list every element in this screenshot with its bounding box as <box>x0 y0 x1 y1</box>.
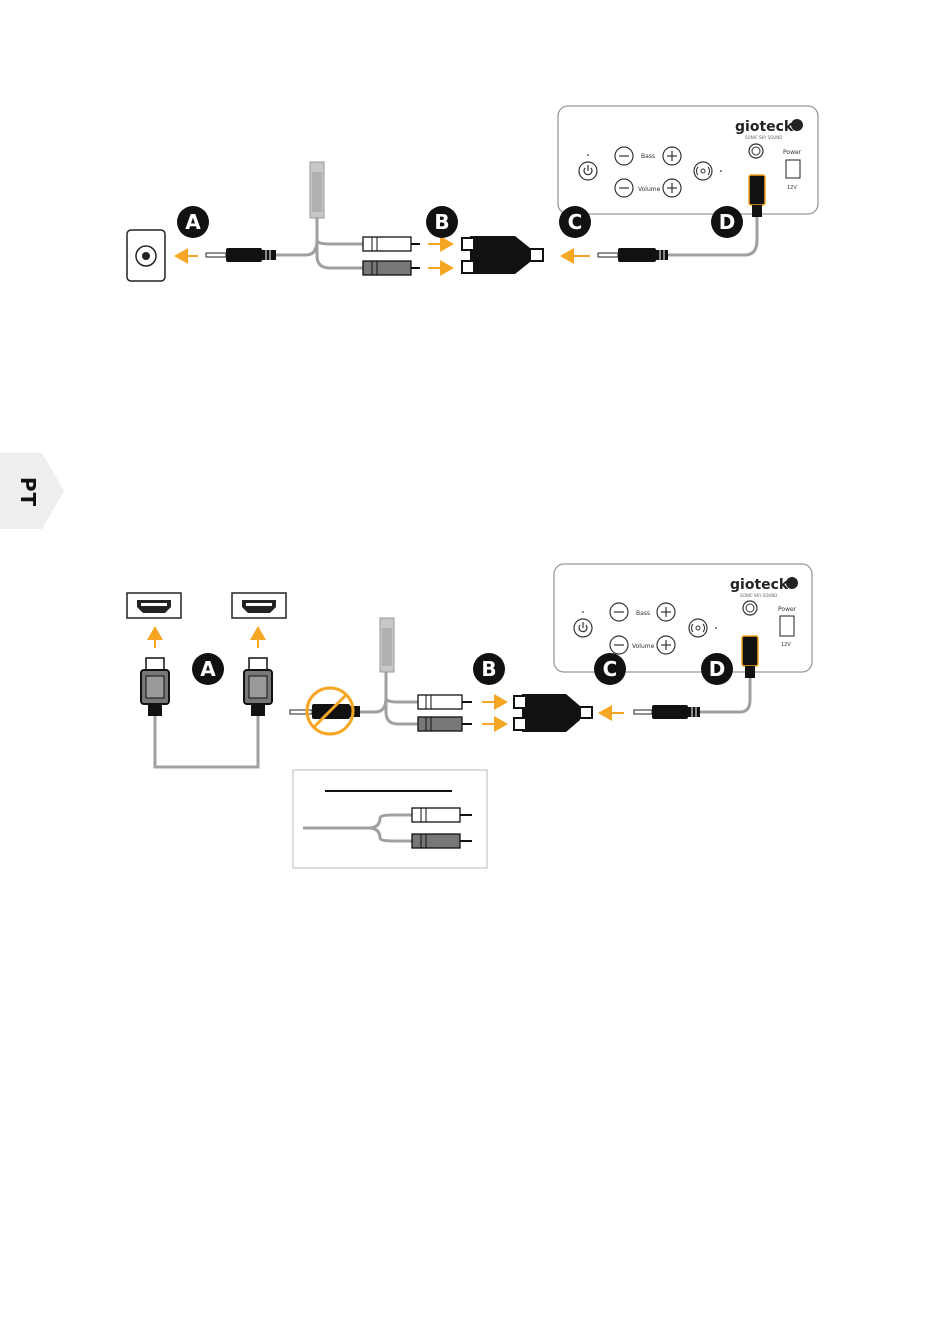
volume-plus-icon[interactable] <box>663 179 681 197</box>
volume-label: Volume <box>638 186 661 193</box>
step-badge-b: B <box>473 653 505 685</box>
hdmi-port-icon <box>232 593 286 618</box>
bass-label: Bass <box>641 153 655 160</box>
brand-logo: gioteck <box>730 577 789 593</box>
volume-minus-icon[interactable] <box>610 636 628 654</box>
step-badge-c: C <box>559 206 591 238</box>
rca-to-aux-adapter <box>514 694 592 732</box>
step-badge-a: A <box>177 206 209 238</box>
volume-minus-icon[interactable] <box>615 179 633 197</box>
bass-plus-icon[interactable] <box>663 147 681 165</box>
bluetooth-icon[interactable] <box>694 162 712 180</box>
step-badge-c: C <box>594 653 626 685</box>
volume-plus-icon[interactable] <box>657 636 675 654</box>
diagram-2: gioteck SONIC SKY SOUND Bass <box>127 564 812 868</box>
step-badge-d: D <box>701 653 733 685</box>
step-badge-a: A <box>192 653 224 685</box>
step-badge-d: D <box>711 206 743 238</box>
rca-plug-grey <box>418 717 472 731</box>
svg-text:C: C <box>603 657 618 681</box>
rca-to-aux-adapter <box>462 236 543 274</box>
voltage-label: 12V <box>781 642 791 648</box>
rca-plug-grey <box>363 261 420 275</box>
hdmi-port-icon <box>127 593 181 618</box>
power-label: Power <box>783 149 802 156</box>
soundbar-panel: gioteck SONIC SKY SOUND Bass <box>558 106 818 214</box>
diagram-1: gioteck SONIC SKY SOUND Bass <box>127 106 818 281</box>
soundbar-panel: gioteck SONIC SKY SOUND Bass <box>554 564 812 672</box>
step-badge-b: B <box>426 206 458 238</box>
tv-audio-jack <box>127 230 165 281</box>
aux-input-jack <box>749 144 763 158</box>
aux-plug-c <box>598 248 668 262</box>
voltage-label: 12V <box>787 185 797 191</box>
brand-tagline: SONIC SKY SOUND <box>745 135 782 140</box>
aux-input-jack <box>743 601 757 615</box>
power-label: Power <box>778 606 797 613</box>
svg-text:D: D <box>719 210 736 234</box>
svg-text:A: A <box>185 210 201 234</box>
volume-label: Volume <box>632 643 655 650</box>
hdmi-cable <box>155 716 258 767</box>
bass-plus-icon[interactable] <box>657 603 675 621</box>
brand-tagline: SONIC SKY SOUND <box>740 593 777 598</box>
hdmi-plug <box>244 658 272 716</box>
svg-text:B: B <box>434 210 449 234</box>
bluetooth-icon[interactable] <box>689 619 707 637</box>
power-icon[interactable] <box>579 162 597 180</box>
inset-cable-detail <box>293 770 487 868</box>
rca-plug-white <box>418 695 472 709</box>
prohibited-icon <box>290 688 360 734</box>
brand-logo: gioteck <box>735 119 794 135</box>
aux-plug-c <box>634 705 700 719</box>
brand-logo-icon <box>786 577 798 589</box>
bass-label: Bass <box>636 610 650 617</box>
svg-text:B: B <box>481 657 496 681</box>
hdmi-plug <box>141 658 169 716</box>
power-port <box>786 160 800 178</box>
svg-text:D: D <box>709 657 726 681</box>
aux-plug-a <box>206 248 276 262</box>
bass-minus-icon[interactable] <box>610 603 628 621</box>
svg-text:A: A <box>200 657 216 681</box>
power-icon[interactable] <box>574 619 592 637</box>
power-port <box>780 616 794 636</box>
svg-text:C: C <box>568 210 583 234</box>
bass-minus-icon[interactable] <box>615 147 633 165</box>
brand-logo-icon <box>791 119 803 131</box>
rca-plug-white <box>363 237 420 251</box>
